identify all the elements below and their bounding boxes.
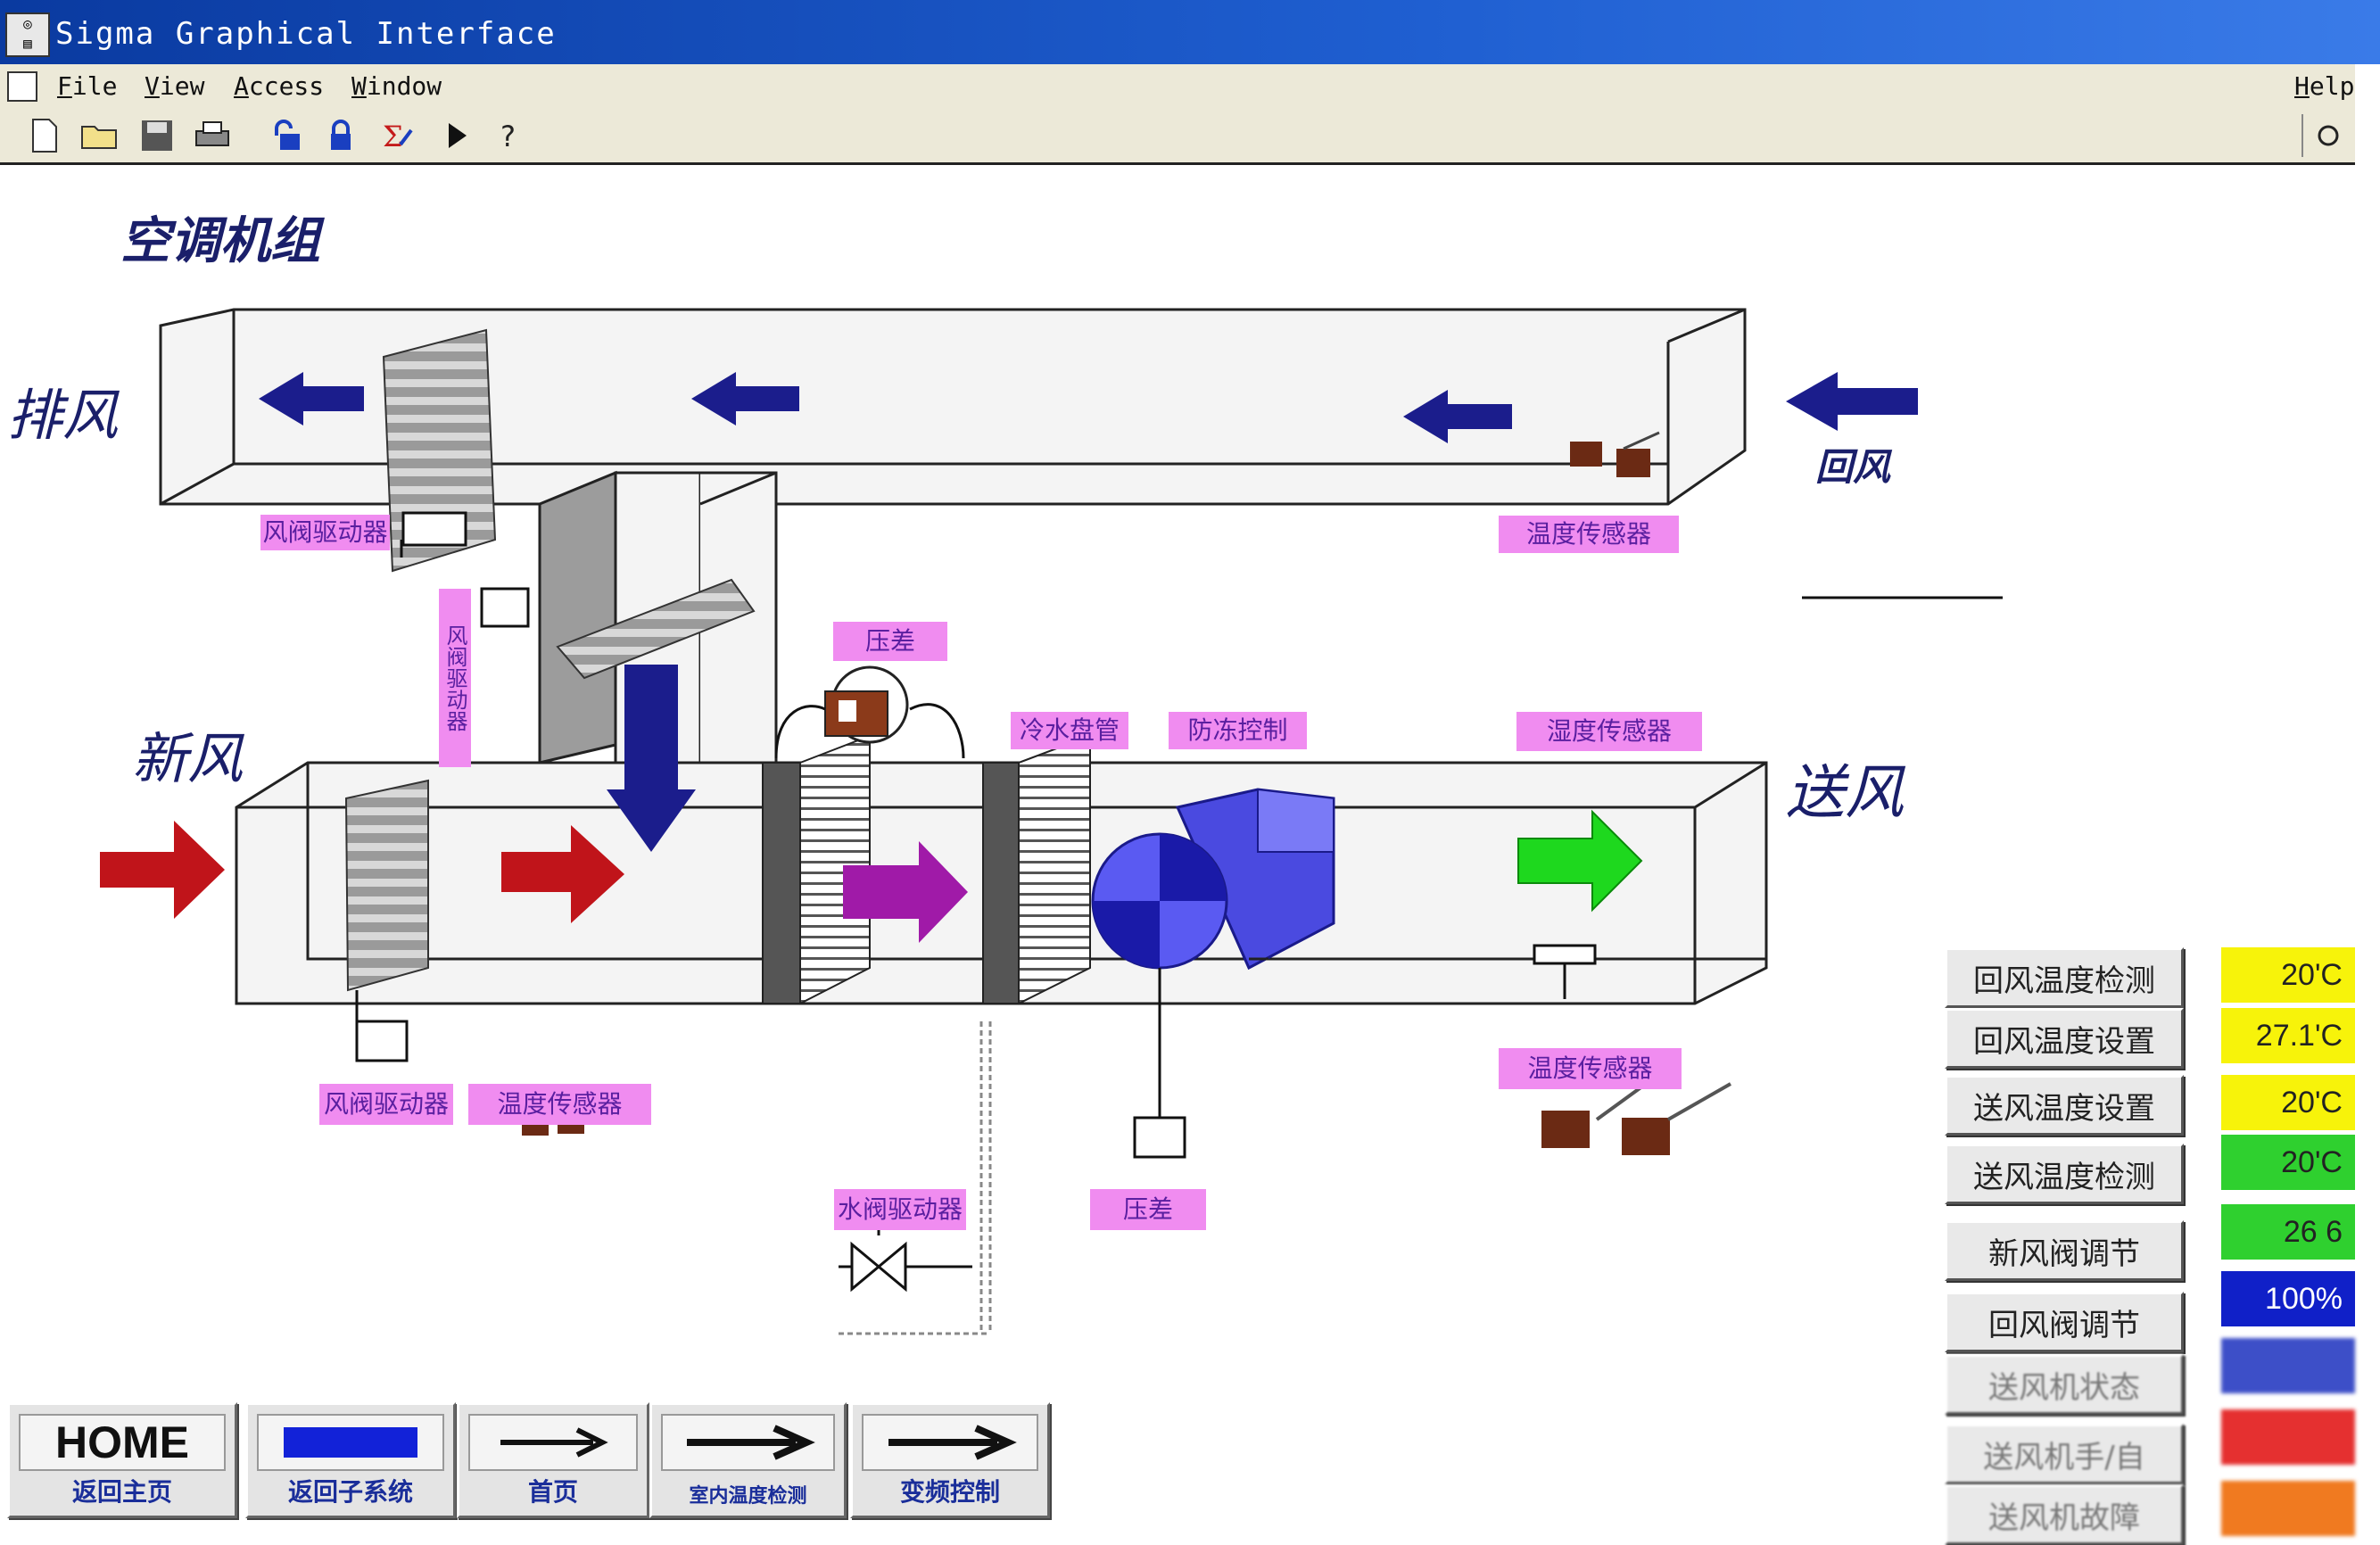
fresh-air-label: 新风 [132,726,244,791]
label-exhaust-damper-actuator: 风阀驱动器 [260,515,390,550]
hvac-canvas: 空调机组 排风 回风 新风 送风 风阀驱动器 温度传感器 风阀驱动器 压差 冷水… [0,165,2355,1541]
supply-fan-hand-auto-value [2221,1409,2355,1465]
supply-temp-setpoint-button[interactable]: 送风温度设置 [1945,1075,2184,1136]
exhaust-air-label: 排风 [7,383,119,448]
menu-file[interactable]: File [57,71,118,101]
diagram-title: 空调机组 [120,211,320,270]
exhaust-air-arrows [259,372,1918,443]
vfd-control-label: 变频控制 [899,1477,1000,1507]
pressure-switch-top [774,665,965,759]
subsystem-swatch [257,1414,444,1471]
supply-fan-status-value [2221,1338,2355,1393]
label-pressure-top: 压差 [833,622,947,661]
return-temp-detect-button[interactable]: 回风温度检测 [1945,947,2184,1008]
supply-fan [1091,788,1335,1159]
return-temp-sensor-icon [1570,431,1660,477]
vfd-control-button[interactable]: 变频控制 [850,1402,1050,1518]
save-icon[interactable] [137,116,177,155]
return-damper-adjust-value: 100% [2221,1271,2355,1326]
svg-text:?: ? [500,120,516,153]
toolbar-right-edge [2301,114,2346,157]
mixing-down-arrow [607,665,696,852]
supply-fan-fault-value [2221,1481,2355,1536]
window-title: Sigma Graphical Interface [55,16,557,52]
label-water-valve-actuator: 水阀驱动器 [834,1189,966,1230]
sigma-icon[interactable]: Σ [378,116,417,155]
fresh-air-arrows [100,821,624,923]
filter-coil [762,734,871,1005]
print-icon[interactable] [193,116,232,155]
return-temp-setpoint-button[interactable]: 回风温度设置 [1945,1008,2184,1069]
toolbar: Σ ? [0,109,2355,165]
home-button[interactable]: HOME 返回主页 [7,1402,237,1518]
return-temp-detect-value: 20'C [2221,947,2355,1003]
home-label: HOME [19,1414,226,1471]
help-icon[interactable]: ? [491,116,530,155]
right-arrow-icon [862,1414,1038,1471]
preheat-arrow [843,841,968,943]
cooling-coil [982,734,1091,1005]
home-subtitle: 返回主页 [71,1477,172,1507]
menu-window[interactable]: Window [351,71,442,101]
menu-help[interactable]: Help [2294,71,2355,101]
label-supply-temp-sensor: 温度传感器 [1499,1048,1682,1089]
supply-fan-hand-auto-button[interactable]: 送风机手/自 [1945,1424,2184,1484]
label-cooling-coil: 冷水盘管 [1011,712,1128,749]
supply-fan-fault-button[interactable]: 送风机故障 [1945,1484,2184,1545]
label-return-temp-sensor: 温度传感器 [1499,516,1679,553]
app-icon[interactable]: ◎▤ [5,12,50,57]
exhaust-damper [382,328,497,573]
mixing-actuator-box [480,587,530,628]
upper-duct [159,308,1747,506]
unlock-icon[interactable] [268,116,307,155]
open-icon[interactable] [80,116,120,155]
supply-temp-setpoint-value: 20'C [2221,1075,2355,1130]
fresh-damper-adjust-value: 26 6 [2221,1204,2355,1260]
supply-air-arrow [1517,809,1643,913]
return-damper-adjust-button[interactable]: 回风阀调节 [1945,1292,2184,1352]
fresh-damper-adjust-button[interactable]: 新风阀调节 [1945,1220,2184,1281]
mixing-damper [556,578,756,680]
water-valve [839,1021,992,1335]
indoor-temp-label: 室内温度检测 [689,1485,807,1508]
first-page-label: 首页 [527,1477,578,1507]
supply-fan-status-button[interactable]: 送风机状态 [1945,1354,2184,1415]
supply-temp-detect-button[interactable]: 送风温度检测 [1945,1144,2184,1204]
humidity-sensor-icon [1533,944,1597,999]
fresh-actuator-box [355,1020,409,1062]
label-antifreeze: 防冻控制 [1169,712,1307,749]
first-page-button[interactable]: 首页 [457,1402,649,1518]
menu-access[interactable]: Access [234,71,325,101]
play-icon[interactable] [437,116,476,155]
indoor-temp-button[interactable]: 室内温度检测 [649,1402,847,1518]
ahu-diagram [100,308,2003,1335]
return-air-label: 回风 [1815,445,1891,489]
right-arrow-icon [468,1414,638,1471]
subsystem-label: 返回子系统 [287,1477,413,1507]
label-mixing-damper-actuator: 风阀驱动器 [439,589,471,767]
label-fresh-damper-actuator: 风阀驱动器 [319,1084,453,1125]
label-pressure-bottom: 压差 [1090,1189,1206,1230]
supply-temp-detect-value: 20'C [2221,1135,2355,1190]
document-icon[interactable] [7,71,37,102]
title-bar: ◎▤ Sigma Graphical Interface [0,0,2380,64]
right-arrow-icon [661,1414,835,1471]
fresh-air-damper [344,779,429,992]
lock-icon[interactable] [321,116,360,155]
new-icon[interactable] [25,116,64,155]
exhaust-actuator-box [401,511,467,547]
label-fresh-temp-sensor: 温度传感器 [468,1084,651,1125]
supply-air-label: 送风 [1786,758,1904,827]
svg-text:Σ: Σ [383,120,403,153]
supply-temp-sensor-icon [1541,1082,1731,1155]
return-temp-setpoint-value: 27.1'C [2221,1008,2355,1063]
menu-view[interactable]: View [145,71,205,101]
menu-bar: File View Access Window Help [0,64,2355,110]
label-supply-humidity-sensor: 湿度传感器 [1516,712,1702,751]
back-subsystem-button[interactable]: 返回子系统 [245,1402,456,1518]
blue-bar [284,1427,417,1458]
